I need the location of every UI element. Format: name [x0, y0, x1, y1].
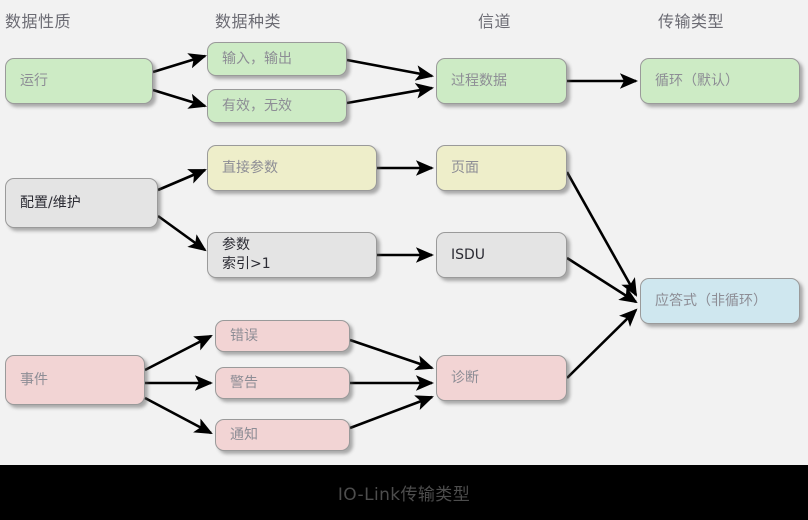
node-label-valid: 有效，无效 — [222, 97, 292, 114]
node-valid[interactable]: 有效，无效 — [207, 89, 347, 123]
node-label-process: 过程数据 — [451, 72, 507, 89]
node-label-error: 错误 — [230, 327, 258, 344]
edge-error-to-diagnosis — [349, 338, 434, 371]
edge-group — [144, 53, 639, 435]
edge-notice-to-diagnosis — [349, 395, 434, 430]
node-cyclic[interactable]: 循环（默认） — [640, 58, 800, 104]
node-acyclic[interactable]: 应答式（非循环） — [640, 278, 800, 324]
node-label-event: 事件 — [20, 371, 48, 388]
node-warning[interactable]: 警告 — [215, 367, 350, 399]
node-io[interactable]: 输入，输出 — [207, 42, 347, 76]
node-label-notice: 通知 — [230, 426, 258, 443]
edge-config-to-directparam — [157, 168, 207, 192]
column-header-2: 数据种类 — [215, 12, 282, 31]
edge-operation-to-valid — [152, 88, 207, 109]
node-directparam[interactable]: 直接参数 — [207, 145, 377, 191]
node-label-paramindex: 参数 索引>1 — [222, 237, 271, 272]
node-label-operation: 运行 — [20, 72, 48, 89]
node-paramindex[interactable]: 参数 索引>1 — [207, 232, 377, 278]
node-process[interactable]: 过程数据 — [436, 58, 567, 104]
node-label-warning: 警告 — [230, 374, 258, 391]
edge-diagnosis-to-acyclic — [566, 308, 638, 379]
node-diagnosis[interactable]: 诊断 — [436, 355, 567, 401]
node-label-acyclic: 应答式（非循环） — [655, 292, 767, 309]
edge-operation-to-io — [152, 53, 207, 74]
column-header-3: 信道 — [478, 12, 512, 31]
diagram-caption: IO-Link传输类型 — [337, 485, 471, 505]
edge-valid-to-process — [346, 83, 435, 105]
node-label-diagnosis: 诊断 — [451, 369, 479, 386]
edge-config-to-paramindex — [157, 214, 207, 252]
edge-page-to-acyclic — [565, 171, 638, 297]
node-error[interactable]: 错误 — [215, 320, 350, 352]
edge-isdu-to-acyclic — [566, 256, 638, 304]
node-label-io: 输入，输出 — [222, 50, 292, 67]
node-notice[interactable]: 通知 — [215, 419, 350, 451]
node-label-cyclic: 循环（默认） — [655, 72, 739, 89]
node-event[interactable]: 事件 — [5, 355, 145, 405]
column-header-4: 传输类型 — [658, 12, 725, 31]
node-label-config: 配置/维护 — [20, 194, 81, 211]
column-header-1: 数据性质 — [5, 12, 72, 31]
node-operation[interactable]: 运行 — [5, 58, 153, 104]
edge-event-to-error — [144, 334, 213, 372]
node-isdu[interactable]: ISDU — [436, 232, 567, 278]
node-page[interactable]: 页面 — [436, 145, 567, 191]
edge-io-to-process — [346, 58, 435, 81]
node-label-directparam: 直接参数 — [222, 159, 278, 176]
node-config[interactable]: 配置/维护 — [5, 178, 158, 228]
node-label-isdu: ISDU — [451, 246, 486, 263]
caption-bar — [0, 465, 808, 520]
edge-event-to-notice — [144, 396, 213, 435]
node-label-page: 页面 — [451, 159, 479, 176]
